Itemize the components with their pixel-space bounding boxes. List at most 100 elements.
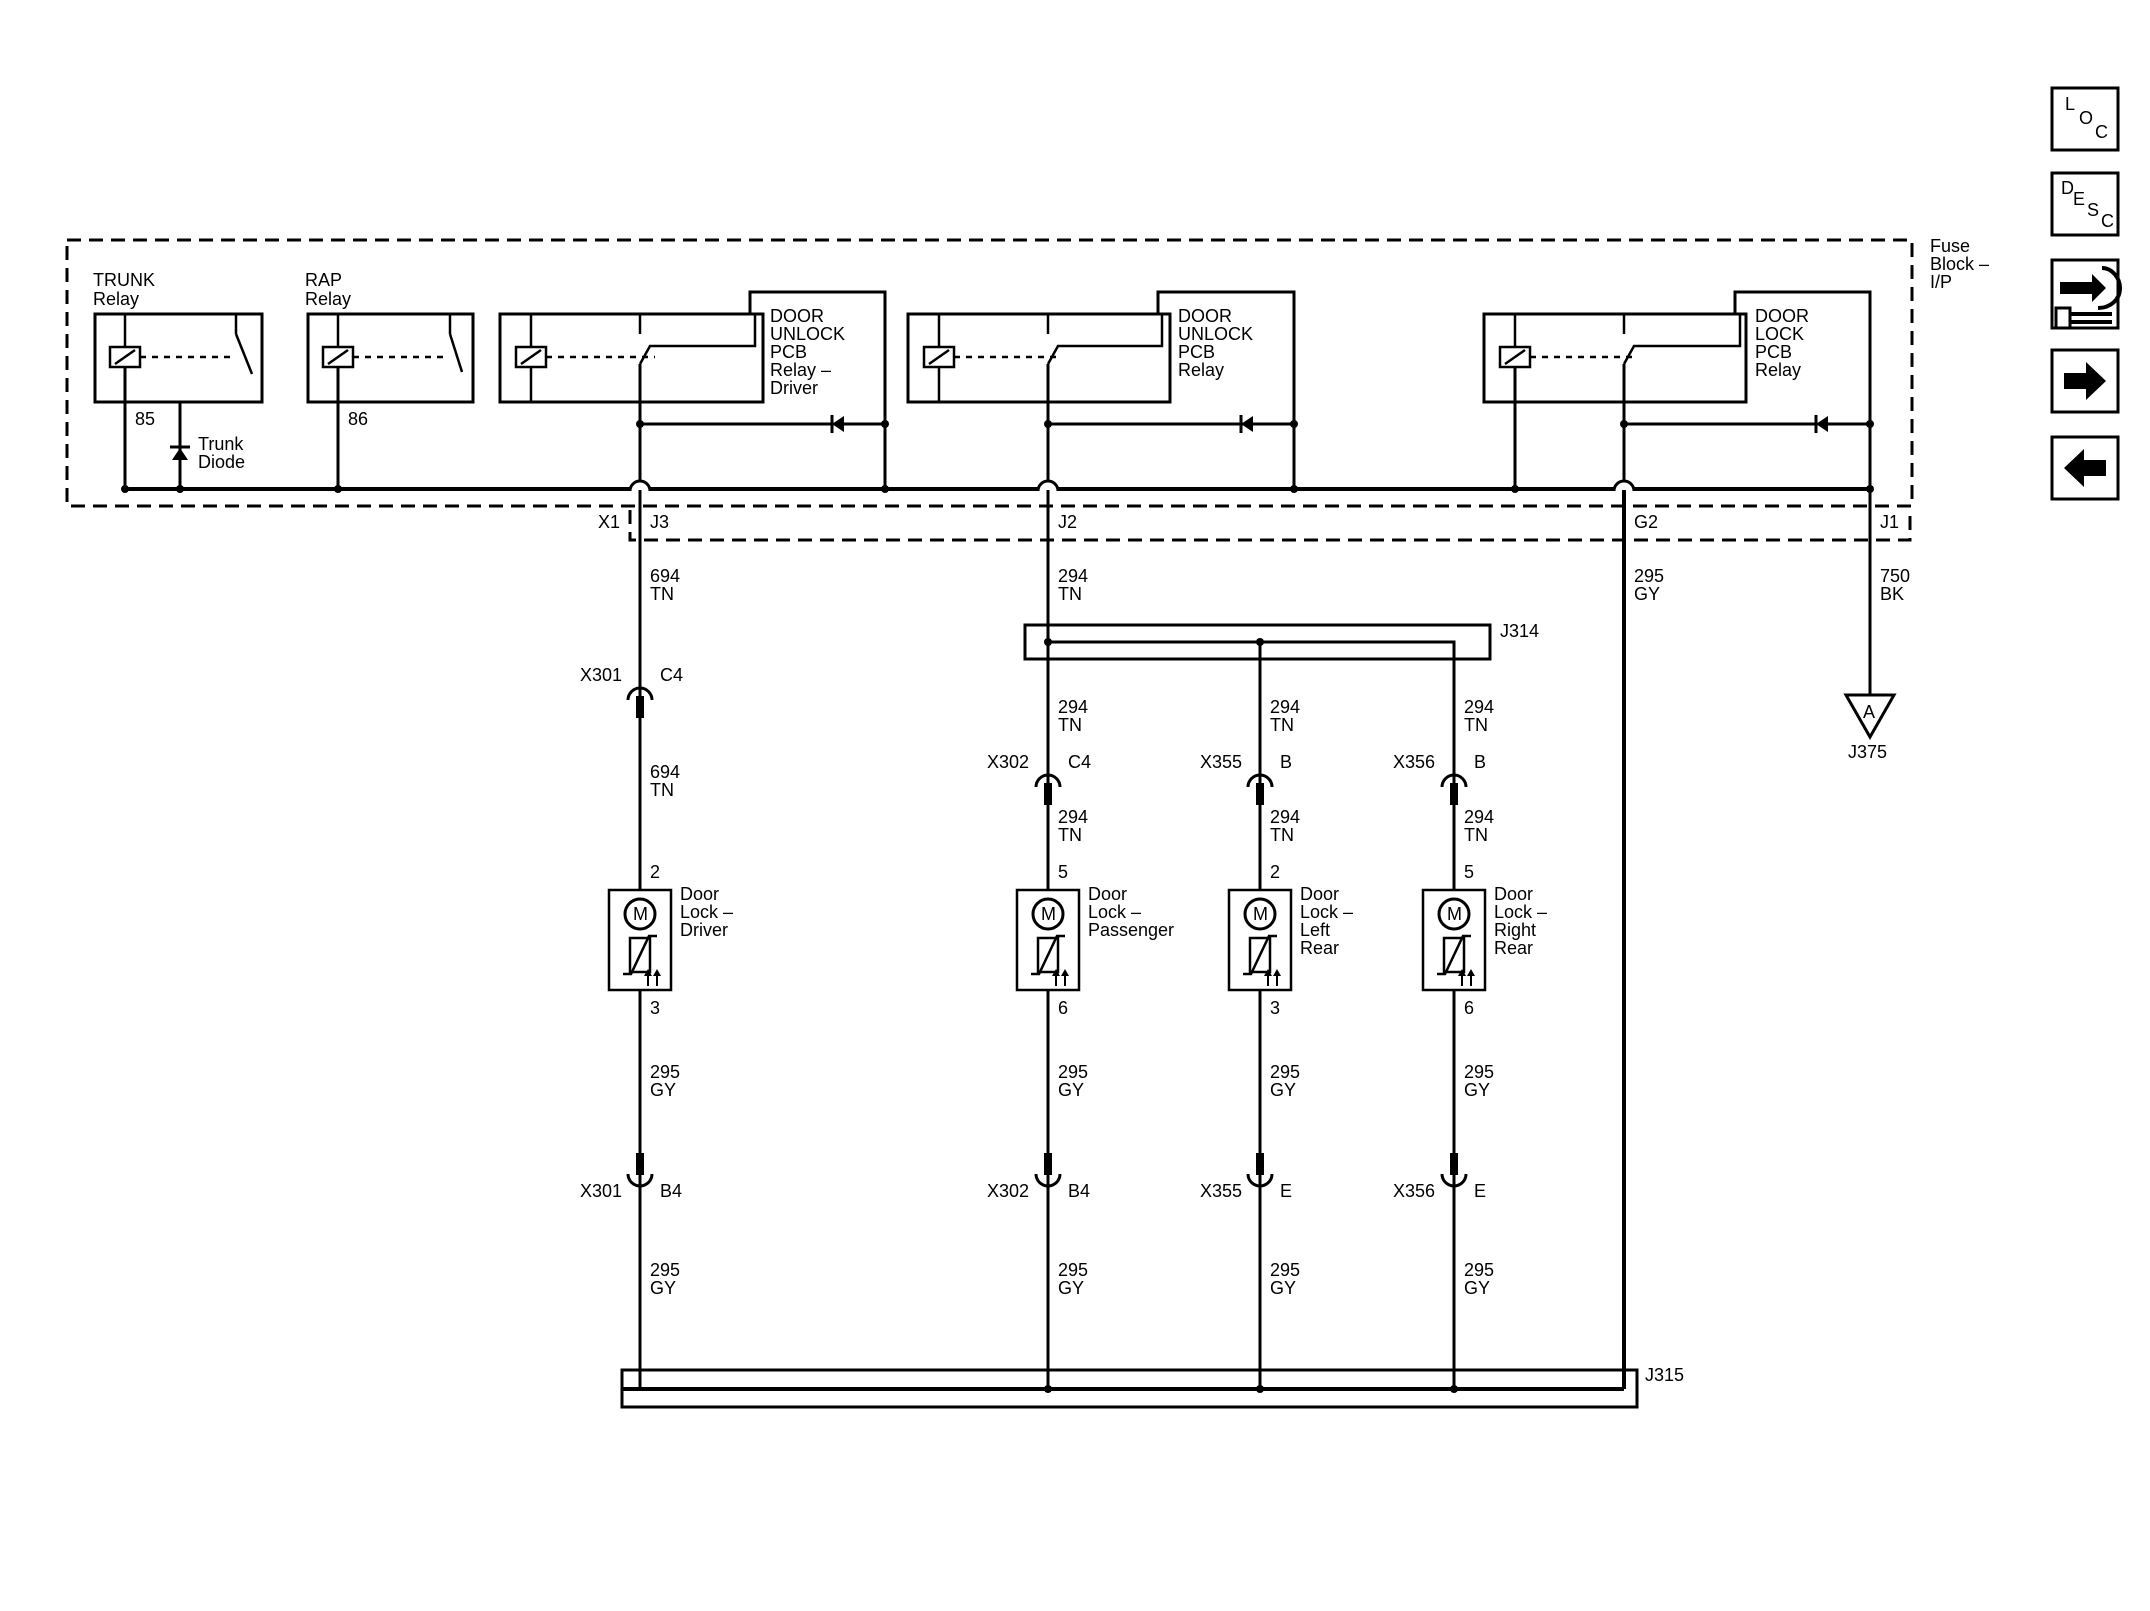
rap-relay-pin: 86 <box>348 409 368 429</box>
wire-label-color: BK <box>1880 584 1904 604</box>
rap-relay-label-2: Relay <box>305 289 351 309</box>
wire-label-num: 294 <box>1058 697 1088 717</box>
connector-pin-label: B4 <box>660 1181 682 1201</box>
unlock-relay-label-2: UNLOCK <box>1178 324 1253 344</box>
connector-pin-label: B <box>1474 752 1486 772</box>
actuator-pin-top: 2 <box>1270 862 1280 882</box>
wire-294-right-rear <box>1048 640 1456 1389</box>
connector-x302-label: X302 <box>987 1181 1029 1201</box>
wire-label-num: 294 <box>1270 697 1300 717</box>
wire-label-color: GY <box>1270 1080 1296 1100</box>
wire-label-num: 295 <box>1464 1062 1494 1082</box>
lock-relay-label-4: Relay <box>1755 360 1801 380</box>
actuator-label-2: Lock – <box>1494 902 1547 922</box>
connector-x1-pin-j1: J1 <box>1880 512 1899 532</box>
wire-label-num: 295 <box>1058 1062 1088 1082</box>
actuator-label-2: Lock – <box>1300 902 1353 922</box>
actuator-label-3: Left <box>1300 920 1330 940</box>
wire-label-color: GY <box>1634 584 1660 604</box>
ground-label: J375 <box>1848 742 1887 762</box>
motor-symbol: M <box>633 904 648 924</box>
wire-label-num: 294 <box>1058 566 1088 586</box>
ground-letter: A <box>1863 702 1875 722</box>
actuator-label-1: Door <box>680 884 719 904</box>
wire-label-num: 295 <box>650 1260 680 1280</box>
lock-relay-label-2: LOCK <box>1755 324 1804 344</box>
motor-symbol: M <box>1041 904 1056 924</box>
unlock-relay-label-3: PCB <box>1178 342 1215 362</box>
wire-label-color: GY <box>1058 1278 1084 1298</box>
wire-label-color: TN <box>1058 715 1082 735</box>
actuator-label-3: Right <box>1494 920 1536 940</box>
component-connector-button[interactable] <box>2050 258 2123 330</box>
lock-relay-label-1: DOOR <box>1755 306 1809 326</box>
wire-label-num: 750 <box>1880 566 1910 586</box>
actuator-label-2: Lock – <box>680 902 733 922</box>
unlock-driver-relay-label-1: DOOR <box>770 306 824 326</box>
lock-relay-label-3: PCB <box>1755 342 1792 362</box>
connector-x355-label: X355 <box>1200 1181 1242 1201</box>
wire-label-num: 694 <box>650 762 680 782</box>
actuator-label-4: Rear <box>1300 938 1339 958</box>
actuator-label-1: Door <box>1088 884 1127 904</box>
wire-label-num: 295 <box>1270 1260 1300 1280</box>
unlock-driver-relay-label-5: Driver <box>770 378 818 398</box>
wire-label-color: TN <box>1464 715 1488 735</box>
trunk-relay-pin: 85 <box>135 409 155 429</box>
wire-label-num: 295 <box>650 1062 680 1082</box>
connector-pin-label: E <box>1474 1181 1486 1201</box>
door-lock-actuator-right-rear: M 5 6 Door Lock – Right Rear <box>1421 862 1547 1018</box>
actuator-pin-top: 5 <box>1058 862 1068 882</box>
unlock-driver-relay-label-3: PCB <box>770 342 807 362</box>
fuse-block-label-2: Block – <box>1930 254 1989 274</box>
arrow-right-icon <box>2064 362 2106 400</box>
actuator-pin-top: 2 <box>650 862 660 882</box>
connector-x301-label: X301 <box>580 665 622 685</box>
actuator-pin-top: 5 <box>1464 862 1474 882</box>
location-button[interactable]: L O C <box>2050 86 2120 152</box>
desc-letter-s: S <box>2087 200 2099 220</box>
connector-pin-label: B <box>1280 752 1292 772</box>
ground-symbol <box>1843 693 1897 741</box>
wire-label-num: 295 <box>1058 1260 1088 1280</box>
wire-label-num: 294 <box>1058 807 1088 827</box>
description-button[interactable]: D E S C <box>2050 171 2120 237</box>
connector-pin-label: C4 <box>1068 752 1091 772</box>
wire-label-num: 294 <box>1464 697 1494 717</box>
connector-x356-label: X356 <box>1393 1181 1435 1201</box>
connector-x355-label: X355 <box>1200 752 1242 772</box>
actuator-label-1: Door <box>1494 884 1533 904</box>
previous-button[interactable] <box>2050 435 2120 501</box>
unlock-driver-relay-box <box>498 312 765 404</box>
wire-label-color: TN <box>1270 715 1294 735</box>
wire-label-color: TN <box>650 780 674 800</box>
actuator-label-2: Lock – <box>1088 902 1141 922</box>
wire-label-color: GY <box>650 1080 676 1100</box>
actuator-label-3: Passenger <box>1088 920 1174 940</box>
lock-relay-box <box>1482 312 1748 404</box>
fuse-block-label-3: I/P <box>1930 272 1952 292</box>
unlock-driver-relay-label-4: Relay – <box>770 360 831 380</box>
actuator-label-3: Driver <box>680 920 728 940</box>
wire-label-num: 295 <box>1270 1062 1300 1082</box>
door-lock-actuator-driver: M 2 3 Door Lock – Driver <box>607 862 733 1018</box>
wire-label-num: 295 <box>1634 566 1664 586</box>
fuse-block-label-1: Fuse <box>1930 236 1970 256</box>
unlock-relay-label-4: Relay <box>1178 360 1224 380</box>
arrow-left-icon <box>2064 449 2106 487</box>
trunk-diode-symbol <box>172 448 188 460</box>
trunk-diode-label-2: Diode <box>198 452 245 472</box>
wire-label-num: 694 <box>650 566 680 586</box>
wire-label-color: GY <box>1058 1080 1084 1100</box>
motor-symbol: M <box>1447 904 1462 924</box>
fuse-block-boundary <box>65 238 1914 508</box>
wire-label-color: GY <box>650 1278 676 1298</box>
connector-x1-label: X1 <box>598 512 620 532</box>
rap-relay-label-1: RAP <box>305 270 342 290</box>
wire-label-color: TN <box>1058 825 1082 845</box>
wire-label-color: TN <box>1464 825 1488 845</box>
connector-x1-pin-g2: G2 <box>1634 512 1658 532</box>
trunk-relay-label-1: TRUNK <box>93 270 155 290</box>
next-button[interactable] <box>2050 348 2120 414</box>
